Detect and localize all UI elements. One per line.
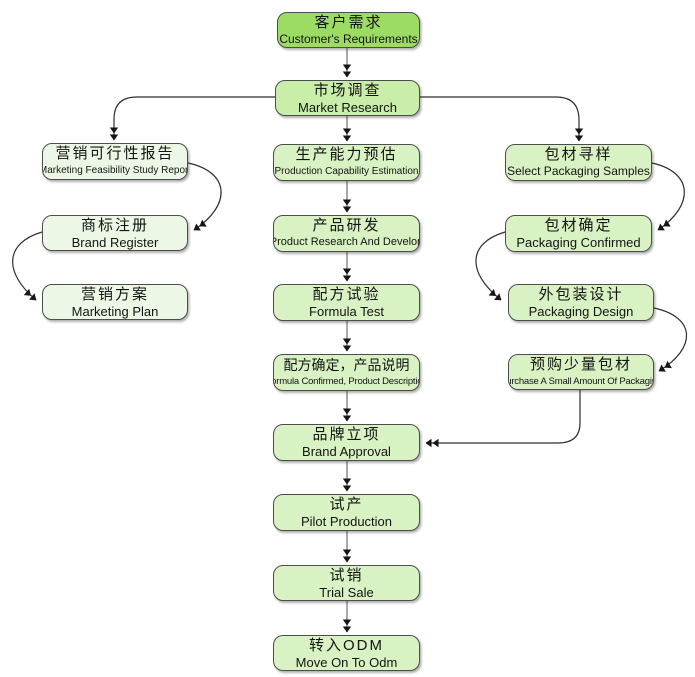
node-label-en: Formula Confirmed, Product Description: [273, 376, 420, 387]
node-packaging-confirmed: 包材确定 Packaging Confirmed: [505, 215, 652, 252]
node-label-en: Packaging Design: [528, 304, 634, 319]
arrow-market-to-feasibility: [109, 96, 275, 141]
node-select-packaging-samples: 包材寻样 Select Packaging Samples: [505, 144, 652, 181]
node-label-zh: 试销: [329, 566, 364, 584]
node-move-on-to-odm: 转入ODM Move On To Odm: [273, 635, 420, 671]
node-label-en: Pilot Production: [300, 514, 393, 529]
node-marketing-plan: 营销方案 Marketing Plan: [42, 284, 188, 320]
node-label-zh: 包材确定: [544, 217, 613, 234]
node-label-en: Select Packaging Samples: [507, 164, 650, 178]
node-label-en: Customer's Requirements: [279, 31, 418, 46]
node-label-zh: 营销可行性报告: [55, 145, 175, 162]
node-label-zh: 营销方案: [80, 285, 149, 303]
node-label-zh: 配方确定，产品说明: [283, 357, 410, 373]
node-label-zh: 商标注册: [80, 216, 149, 234]
node-market-research: 市场调查 Market Research: [275, 80, 420, 116]
node-label-en: Packaging Confirmed: [516, 235, 641, 250]
arrow-feasibility-to-register: [187, 162, 222, 231]
node-trial-sale: 试销 Trial Sale: [273, 565, 420, 601]
node-label-en: Move On To Odm: [295, 654, 398, 670]
node-label-en: Brand Approval: [302, 444, 391, 459]
node-purchase-small-packaging: 预购少量包材 Purchase A Small Amount Of Packag…: [508, 354, 654, 390]
arrow-purchase-to-approval: [425, 390, 581, 448]
node-label-en: Formula Test: [309, 304, 384, 319]
node-packaging-design: 外包装设计 Packaging Design: [508, 284, 654, 321]
node-marketing-feasibility: 营销可行性报告 Marketing Feasibility Study Repo…: [42, 143, 188, 180]
node-label-zh: 品牌立项: [312, 426, 381, 443]
node-formula-confirmed: 配方确定，产品说明 Formula Confirmed, Product Des…: [273, 354, 420, 391]
node-label-zh: 试产: [329, 496, 364, 513]
node-product-research: 产品研发 Product Research And Develop: [273, 215, 420, 252]
arrow-register-to-plan: [12, 231, 43, 301]
arrow-market-to-select-packaging: [420, 96, 584, 142]
node-label-en: Brand Register: [71, 234, 159, 250]
node-label-zh: 预购少量包材: [529, 355, 632, 373]
arrow-confirmed-to-design: [475, 231, 506, 301]
node-formula-test: 配方试验 Formula Test: [273, 284, 420, 321]
node-label-en: Marketing Plan: [71, 303, 159, 319]
node-label-en: Trial Sale: [319, 584, 374, 600]
node-label-zh: 包材寻样: [544, 146, 613, 163]
node-label-en: Marketing Feasibility Study Report: [42, 165, 188, 176]
node-label-zh: 生产能力预估: [295, 146, 398, 163]
node-pilot-production: 试产 Pilot Production: [273, 494, 420, 531]
node-label-zh: 外包装设计: [538, 286, 624, 303]
node-label-zh: 产品研发: [312, 217, 381, 234]
arrow-design-to-purchase: [653, 307, 688, 372]
node-label-zh: 客户需求: [314, 13, 383, 31]
node-label-en: Production Capability Estimation: [274, 166, 419, 177]
node-production-capability: 生产能力预估 Production Capability Estimation: [273, 144, 420, 181]
node-label-en: Market Research: [298, 99, 397, 115]
node-label-zh: 转入ODM: [309, 636, 384, 654]
node-label-zh: 配方试验: [312, 286, 381, 303]
node-label-en: Purchase A Small Amount Of Packaging: [508, 375, 654, 387]
arrow-select-to-confirmed: [651, 162, 685, 231]
node-brand-approval: 品牌立项 Brand Approval: [273, 424, 420, 461]
node-brand-register: 商标注册 Brand Register: [42, 215, 188, 251]
node-label-en: Product Research And Develop: [273, 236, 420, 248]
node-customer-requirements: 客户需求 Customer's Requirements: [277, 12, 420, 48]
node-label-zh: 市场调查: [313, 81, 382, 99]
